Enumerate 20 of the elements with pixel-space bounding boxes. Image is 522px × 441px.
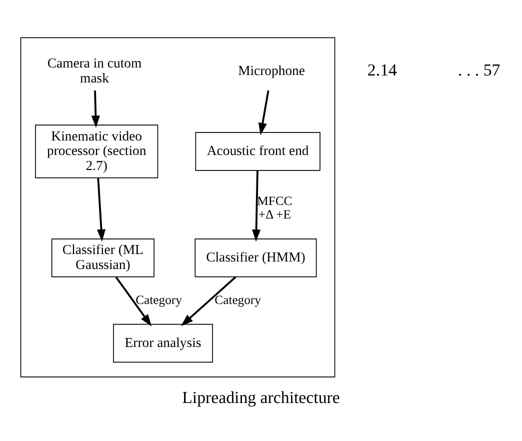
node-box: Kinematic video processor (section 2.7) bbox=[35, 124, 158, 178]
label: . . . 57 bbox=[458, 60, 500, 79]
arrow bbox=[97, 177, 106, 242]
arrow bbox=[91, 90, 100, 128]
node-box: Acoustic front end bbox=[195, 132, 320, 170]
arrow bbox=[252, 170, 261, 242]
node-text: Camera in cutom mask bbox=[47, 55, 142, 85]
arrow bbox=[258, 90, 270, 135]
node-text: Microphone bbox=[238, 62, 305, 78]
edge-label: Category bbox=[214, 292, 261, 306]
node-box: Classifier (HMM) bbox=[194, 238, 317, 277]
edge-label: Category bbox=[136, 292, 182, 306]
node-box: Classifier (ML Gaussian) bbox=[51, 238, 154, 277]
node-box: Error analysis bbox=[113, 323, 213, 362]
arrow bbox=[115, 276, 152, 326]
cluster bbox=[20, 36, 336, 377]
edge-label: MFCC +Δ +E bbox=[257, 193, 292, 221]
arrow bbox=[180, 276, 236, 326]
caption: Lipreading architecture bbox=[182, 388, 340, 407]
label: 2.14 bbox=[367, 60, 397, 79]
